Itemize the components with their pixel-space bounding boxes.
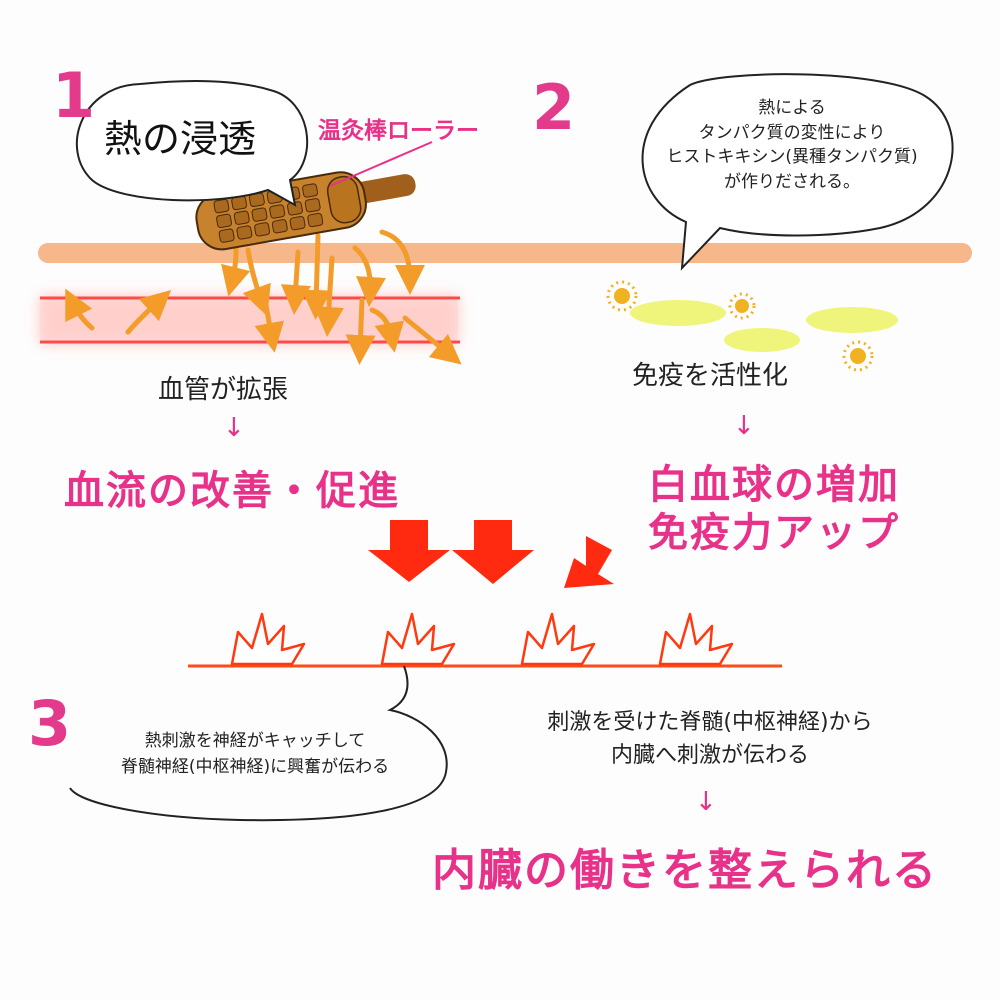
immune-arrow: ↓ — [733, 411, 755, 441]
blood-flow-result: 血流の改善・促進 — [64, 468, 400, 514]
sun-cell-icon — [606, 280, 638, 312]
vessel-caption: 血管が拡張 — [158, 375, 289, 405]
down-arrow-icon — [564, 536, 614, 588]
bubble-3-line: 熱刺激を神経がキャッチして — [144, 731, 366, 751]
vessel-arrow: ↓ — [223, 413, 245, 443]
spinal-caption-line: 内臓へ刺激が伝わる — [610, 743, 809, 768]
burst-marks — [230, 612, 734, 666]
blood-vessel — [40, 296, 460, 344]
bubble-2-line: が作りだされる。 — [724, 171, 860, 192]
bubble-1-text: 熱の浸透 — [104, 117, 257, 161]
speech-bubble-3 — [69, 665, 448, 822]
speech-bubble-2 — [641, 73, 954, 271]
bubble-2-line: ヒストキキシン(異種タンパク質) — [666, 147, 918, 168]
bubble-3-line: 脊髄神経(中枢神経)に興奮が伝わる — [120, 757, 390, 778]
down-arrow-icon — [368, 520, 450, 582]
bubble-3-text: 熱刺激を神経がキャッチして 脊髄神経(中枢神経)に興奮が伝わる — [80, 728, 430, 781]
spinal-caption-line: 刺激を受けた脊髄(中枢神経)から — [547, 710, 873, 735]
bubble-2-line: タンパク質の変性により — [698, 122, 886, 143]
skin-surface-line — [38, 243, 972, 263]
immune-cells — [606, 280, 898, 372]
organ-result: 内臓の働きを整えられる — [432, 845, 938, 896]
immune-result-line-1: 白血球の増加 — [648, 462, 900, 508]
burst-icon — [380, 612, 456, 666]
burst-icon — [520, 612, 596, 666]
sun-cell-icon — [728, 292, 756, 320]
step-1-number: 1 — [52, 59, 96, 132]
roller-label-pointer — [329, 141, 433, 187]
down-arrows — [368, 520, 614, 588]
organ-arrow: ↓ — [695, 787, 717, 817]
immune-caption: 免疫を活性化 — [632, 361, 789, 391]
bubble-2-line: 熱による — [758, 98, 826, 118]
step-2-number: 2 — [532, 71, 576, 144]
heat-arrows — [65, 229, 462, 365]
burst-icon — [658, 612, 734, 666]
spinal-caption: 刺激を受けた脊髄(中枢神経)から 内臓へ刺激が伝わる — [490, 706, 930, 772]
down-arrow-icon — [452, 520, 534, 584]
bubble-2-text: 熱による タンパク質の変性により ヒストキキシン(異種タンパク質) が作りだされ… — [632, 96, 952, 195]
speech-bubble-1 — [76, 79, 309, 207]
burst-icon — [230, 612, 306, 666]
sun-cell-icon — [842, 340, 874, 372]
roller-label: 温灸棒ローラー — [318, 118, 479, 144]
immune-result-line-2: 免疫力アップ — [648, 510, 900, 556]
step-3-number: 3 — [28, 687, 72, 760]
